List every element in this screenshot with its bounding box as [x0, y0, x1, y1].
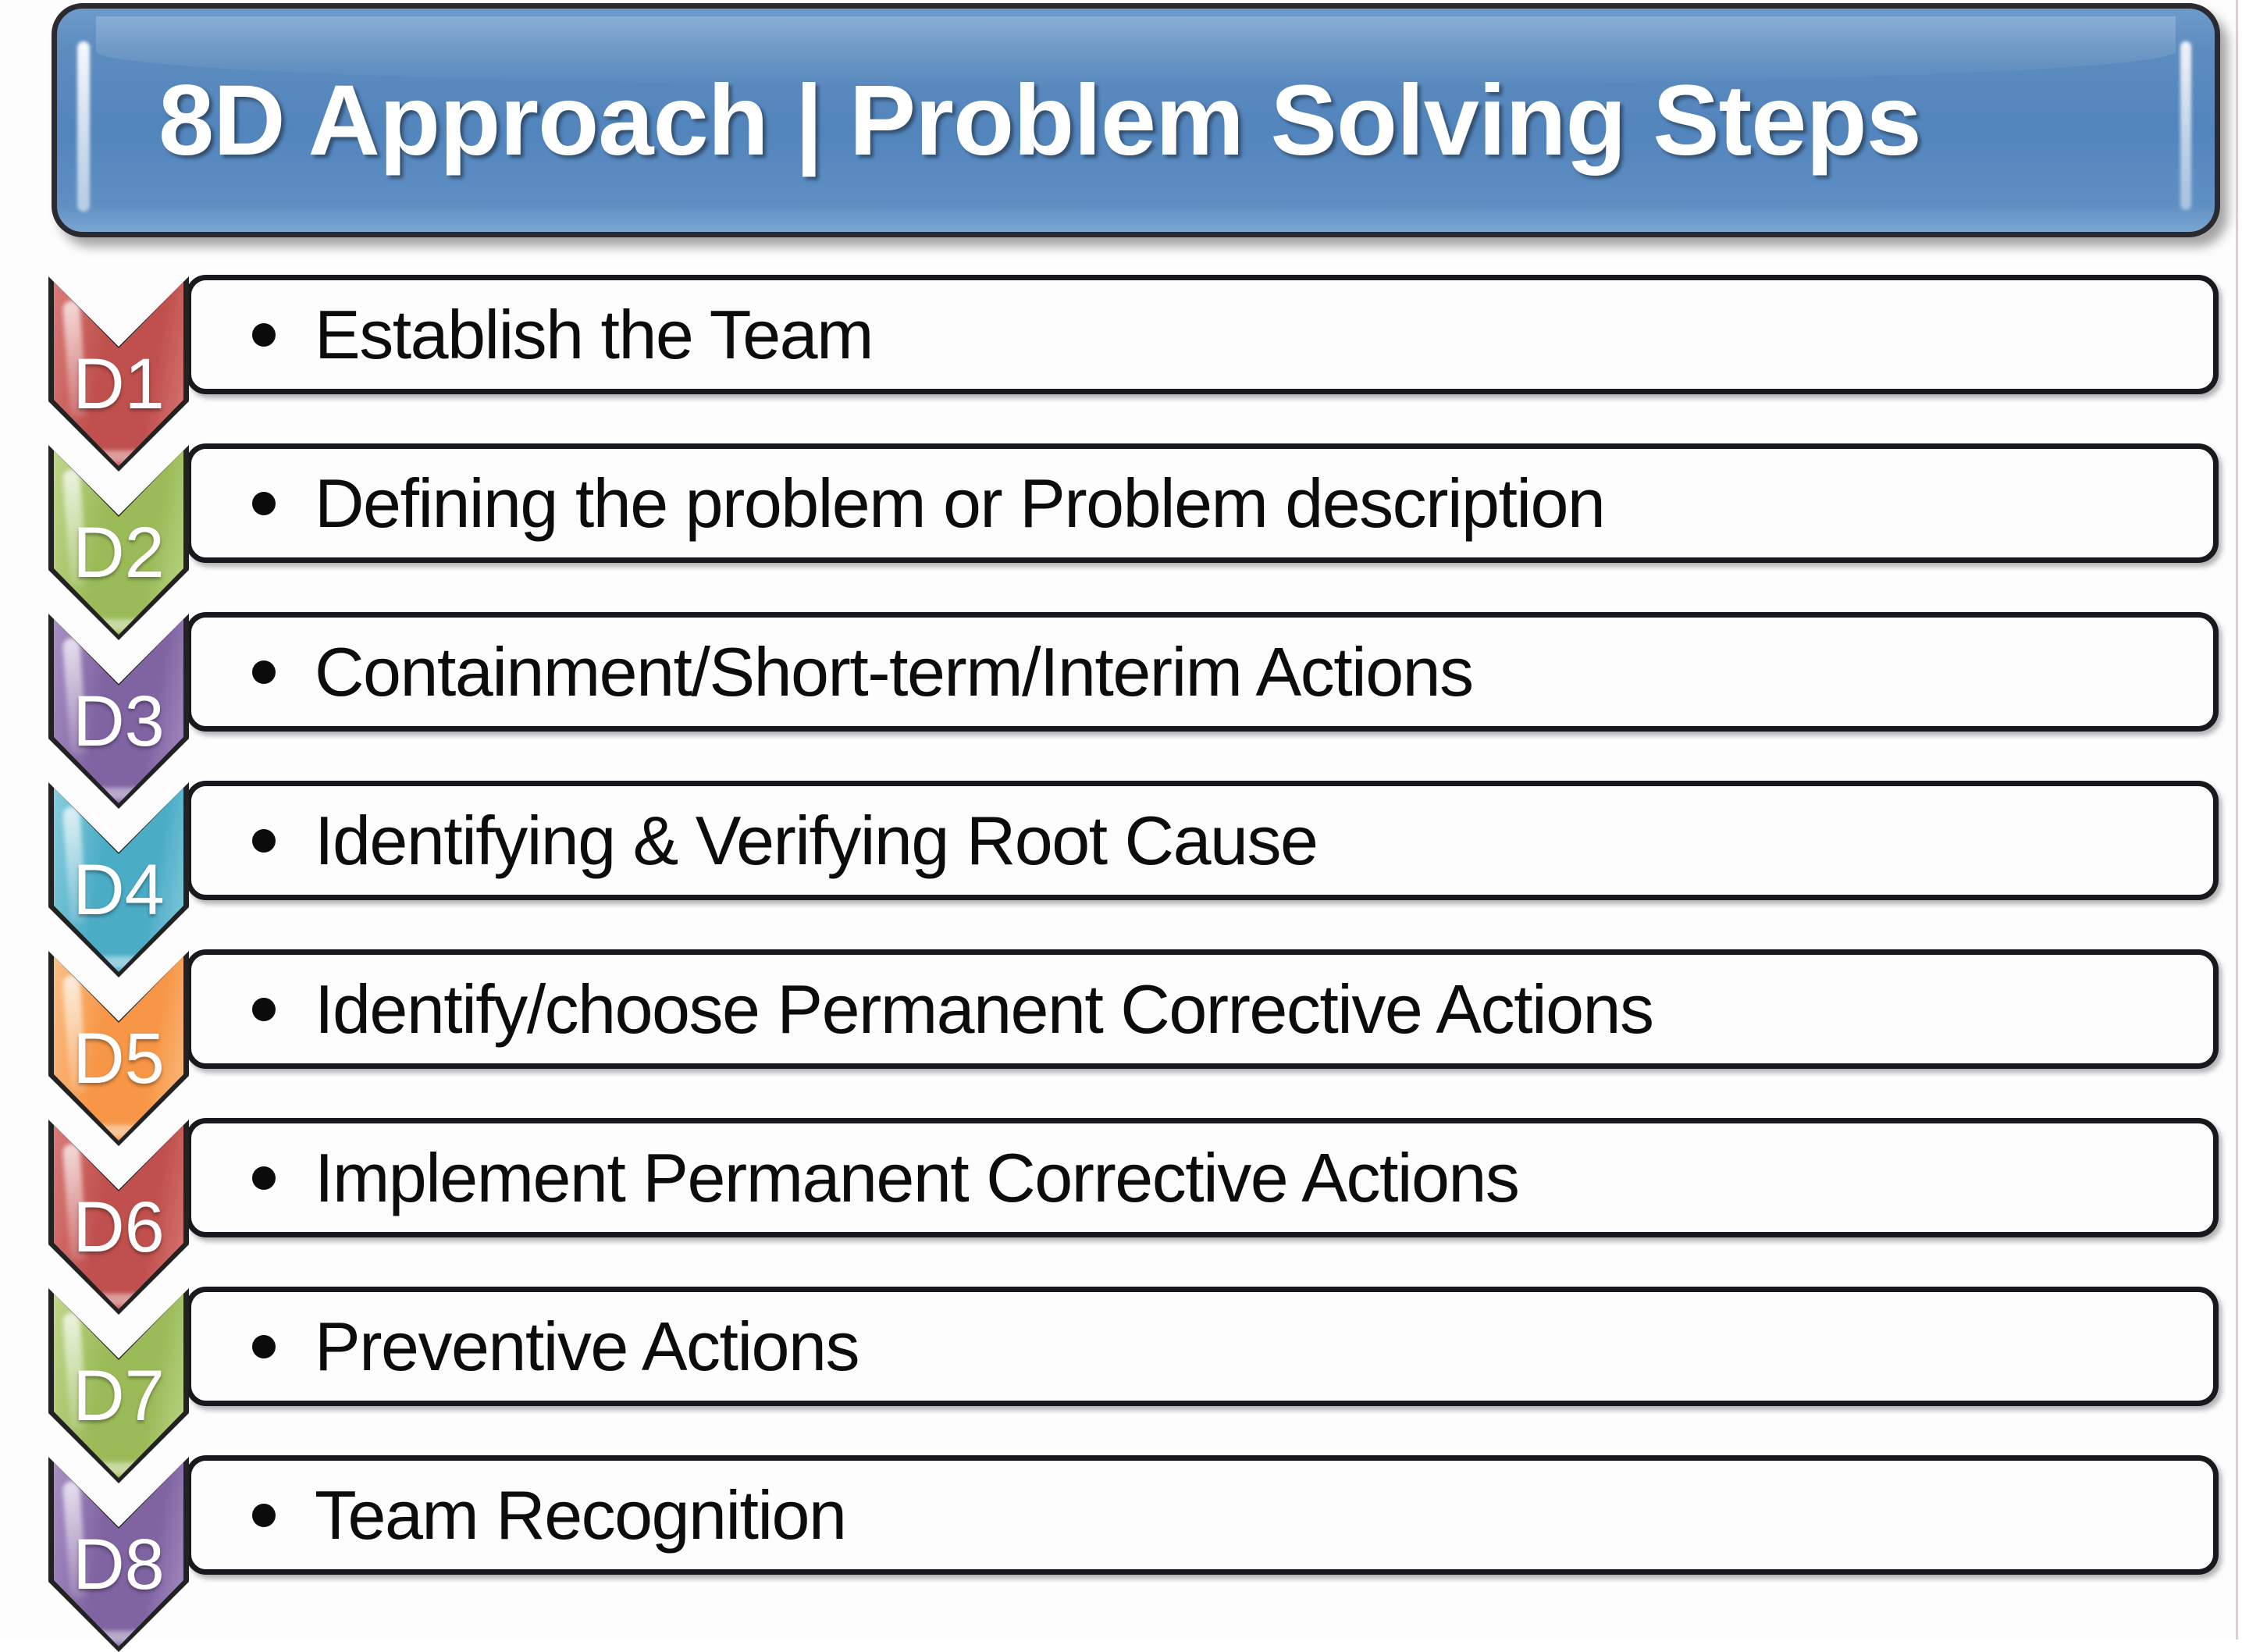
- chevron-code-label: D5: [73, 1018, 165, 1098]
- chevron-code-label: D2: [73, 512, 165, 593]
- bullet-icon: [252, 1166, 276, 1190]
- step-row[interactable]: Defining the problem or Problem descript…: [0, 443, 2242, 640]
- bullet-icon: [252, 491, 276, 515]
- step-label: Identify/choose Permanent Corrective Act…: [315, 970, 1654, 1048]
- chevron-badge-d8[interactable]: D8: [48, 1457, 189, 1652]
- step-text-box[interactable]: Preventive Actions: [186, 1287, 2219, 1406]
- bullet-icon: [252, 660, 276, 684]
- chevron-badge-d4[interactable]: D4: [48, 782, 189, 977]
- title-banner: 8D Approach | Problem Solving Steps: [52, 3, 2220, 237]
- bullet-icon: [252, 1334, 276, 1358]
- step-label: Defining the problem or Problem descript…: [315, 464, 1606, 542]
- chevron-code-label: D1: [73, 344, 165, 424]
- bullet-icon: [252, 1503, 276, 1527]
- bullet-icon: [252, 997, 276, 1021]
- step-label: Preventive Actions: [315, 1307, 859, 1385]
- step-label: Team Recognition: [315, 1476, 847, 1554]
- page-title: 8D Approach | Problem Solving Steps: [158, 64, 1922, 176]
- step-row[interactable]: Identify/choose Permanent Corrective Act…: [0, 949, 2242, 1146]
- title-gloss-top-decoration: [96, 16, 2176, 87]
- step-text-box[interactable]: Team Recognition: [186, 1455, 2219, 1575]
- step-text-box[interactable]: Containment/Short-term/Interim Actions: [186, 612, 2219, 732]
- slide-edge-rule: [2236, 0, 2238, 1640]
- chevron-badge-d7[interactable]: D7: [48, 1288, 189, 1483]
- chevron-code-label: D3: [73, 681, 165, 761]
- step-text-box[interactable]: Identify/choose Permanent Corrective Act…: [186, 949, 2219, 1069]
- step-label: Identifying & Verifying Root Cause: [315, 801, 1319, 879]
- chevron-badge-d3[interactable]: D3: [48, 614, 189, 809]
- chevron-code-label: D7: [73, 1355, 165, 1436]
- title-gloss-left-decoration: [77, 41, 90, 212]
- step-text-box[interactable]: Identifying & Verifying Root Cause: [186, 781, 2219, 900]
- chevron-code-label: D6: [73, 1187, 165, 1267]
- chevron-code-label: D4: [73, 849, 165, 930]
- step-label: Establish the Team: [315, 295, 874, 373]
- chevron-badge-d2[interactable]: D2: [48, 445, 189, 640]
- step-text-box[interactable]: Defining the problem or Problem descript…: [186, 443, 2219, 563]
- chevron-badge-d5[interactable]: D5: [48, 951, 189, 1146]
- bullet-icon: [252, 828, 276, 853]
- step-text-box[interactable]: Establish the Team: [186, 275, 2219, 394]
- chevron-code-label: D8: [73, 1524, 165, 1604]
- chevron-badge-d6[interactable]: D6: [48, 1120, 189, 1315]
- step-label: Containment/Short-term/Interim Actions: [315, 632, 1474, 710]
- chevron-badge-d1[interactable]: D1: [48, 276, 189, 472]
- step-text-box[interactable]: Implement Permanent Corrective Actions: [186, 1118, 2219, 1237]
- step-label: Implement Permanent Corrective Actions: [315, 1138, 1520, 1216]
- bullet-icon: [252, 322, 276, 347]
- title-gloss-right-decoration: [2180, 41, 2191, 210]
